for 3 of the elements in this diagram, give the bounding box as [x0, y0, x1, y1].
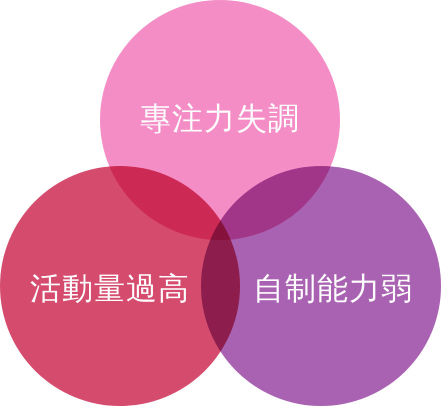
category-label: 專注力失調: [140, 102, 300, 138]
category-label: 自制能力弱: [253, 272, 413, 308]
category-label: 活動量過高: [30, 272, 190, 308]
